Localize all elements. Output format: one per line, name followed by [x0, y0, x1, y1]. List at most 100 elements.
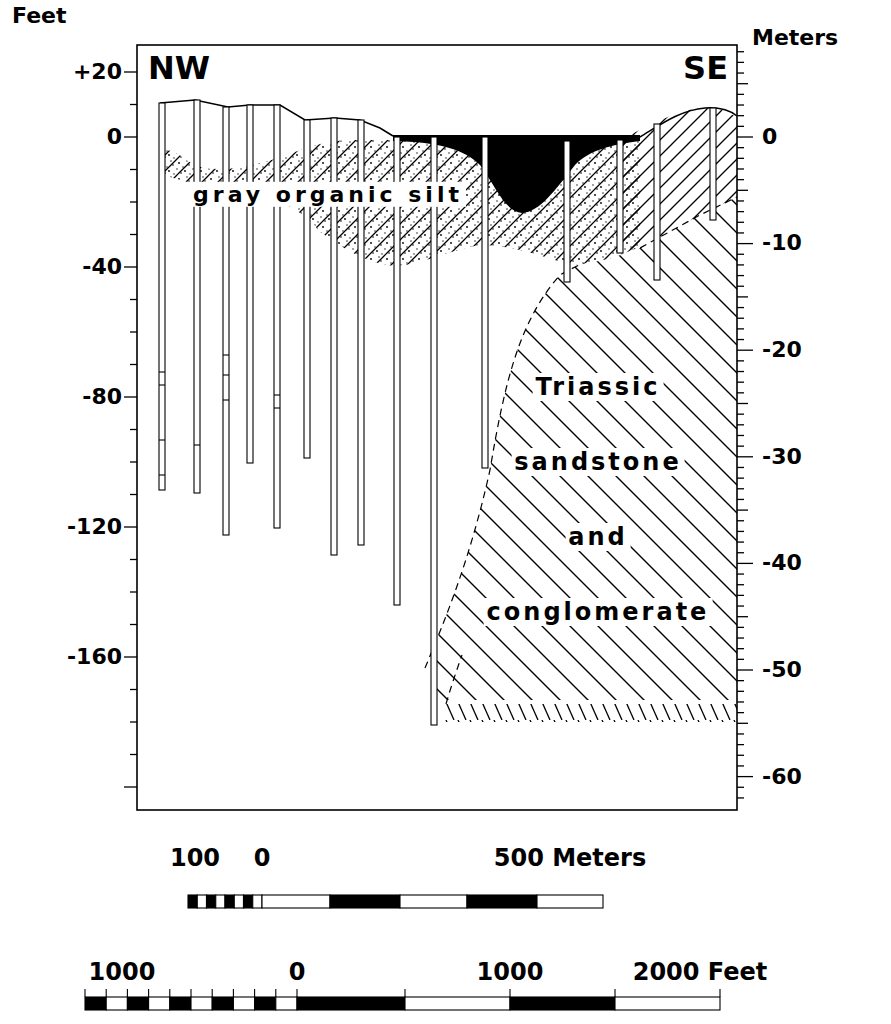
- sample-mark: [274, 407, 280, 408]
- axis-tick: [124, 396, 137, 397]
- axis-tick: [737, 339, 744, 340]
- axis-tick: [737, 627, 744, 628]
- label-box: -160: [67, 644, 122, 670]
- scale-bar-segment: [216, 895, 225, 908]
- axis-tick: [124, 266, 137, 267]
- scale-bar-segment: [405, 997, 510, 1010]
- axis-tick: [737, 573, 744, 574]
- label-box: -50: [762, 657, 802, 683]
- axis-tick: [737, 595, 744, 596]
- axis-number: -50: [762, 657, 802, 682]
- axis-tick: [737, 136, 753, 137]
- axis-number: -60: [762, 764, 802, 789]
- axis-tick: [737, 328, 744, 329]
- scale-bar-segment: [233, 997, 254, 1010]
- axis-tick: [130, 299, 137, 300]
- sample-mark: [159, 384, 165, 385]
- axis-tick: [737, 669, 753, 670]
- scale-bar-segment: [225, 895, 234, 908]
- axis-tick: [737, 787, 744, 788]
- axis-tick: [130, 201, 137, 202]
- axis-number: -120: [67, 514, 122, 539]
- scale-tick: [509, 989, 510, 997]
- borehole: [617, 140, 623, 253]
- borehole: [159, 103, 165, 490]
- scale-tick: [84, 989, 85, 997]
- scale-bar-segment: [400, 895, 467, 908]
- label-box: Meters: [752, 25, 838, 51]
- axis-tick: [737, 680, 744, 681]
- scale-bar-segment: [197, 895, 206, 908]
- borehole: [223, 107, 229, 535]
- axis-tick: [737, 264, 744, 265]
- axis-tick: [737, 72, 744, 73]
- label-box: -30: [762, 444, 802, 470]
- scale-tick: [148, 989, 149, 997]
- sample-mark: [159, 371, 165, 372]
- borehole: [247, 105, 253, 463]
- axis-tick: [737, 232, 744, 233]
- axis-tick: [737, 765, 744, 766]
- axis-tick: [130, 429, 137, 430]
- scale-tick: [233, 989, 234, 997]
- axis-tick: [124, 656, 137, 657]
- sample-mark: [223, 374, 229, 375]
- label-box: 2000 Feet: [633, 958, 768, 987]
- section-frame: [137, 45, 737, 810]
- bedrock-base-hatch: [445, 704, 737, 722]
- scale-number: 1000: [477, 958, 544, 986]
- label-box: -40: [762, 550, 802, 576]
- borehole: [654, 124, 660, 280]
- axis-tick: [737, 371, 744, 372]
- axis-tick: [737, 286, 744, 287]
- scale-tick: [190, 989, 191, 997]
- axis-tick: [737, 222, 744, 223]
- axis-number: +20: [73, 59, 122, 84]
- axis-tick: [737, 350, 753, 351]
- label-box: Triassic sandstone and conglomerate: [484, 350, 713, 650]
- axis-tick: [737, 691, 744, 692]
- scale-bar-segment: [212, 997, 233, 1010]
- axis-tick: [737, 275, 744, 276]
- axis-tick: [737, 755, 744, 756]
- axis-number: -40: [762, 550, 802, 575]
- axis-tick: [124, 786, 137, 787]
- sample-mark: [159, 439, 165, 440]
- scale-bar-segment: [330, 895, 400, 908]
- scale-tick: [275, 989, 276, 997]
- axis-tick: [737, 392, 744, 393]
- borehole: [394, 137, 400, 605]
- axis-tick: [737, 158, 744, 159]
- scale-bar-segment: [510, 997, 615, 1010]
- fill-layer: [620, 108, 737, 250]
- direction-label: NW: [148, 49, 210, 87]
- axis-number: -80: [82, 384, 122, 409]
- axis-tick: [737, 499, 744, 500]
- borehole: [274, 105, 280, 528]
- scale-tick: [296, 989, 297, 997]
- label-box: -20: [762, 337, 802, 363]
- axis-tick: [737, 797, 744, 798]
- axis-tick: [130, 461, 137, 462]
- label-box: -10: [762, 230, 802, 256]
- axis-tick: [737, 488, 744, 489]
- scale-bar-segment: [85, 997, 106, 1010]
- scale-bar-segment: [255, 997, 276, 1010]
- sample-mark: [223, 399, 229, 400]
- bedrock-contact: [425, 197, 737, 668]
- scale-tick: [212, 989, 213, 997]
- borehole: [482, 137, 488, 468]
- axis-tick: [737, 254, 744, 255]
- borehole: [304, 120, 310, 458]
- label-box: 1000: [477, 958, 544, 987]
- scale-tick: [127, 989, 128, 997]
- label-box: -80: [82, 384, 122, 410]
- axis-tick: [737, 403, 748, 404]
- borehole: [194, 100, 200, 493]
- scale-bar-segment: [149, 997, 170, 1010]
- axis-tick: [130, 169, 137, 170]
- sample-mark: [223, 354, 229, 355]
- axis-tick: [737, 616, 748, 617]
- axis-tick: [737, 445, 744, 446]
